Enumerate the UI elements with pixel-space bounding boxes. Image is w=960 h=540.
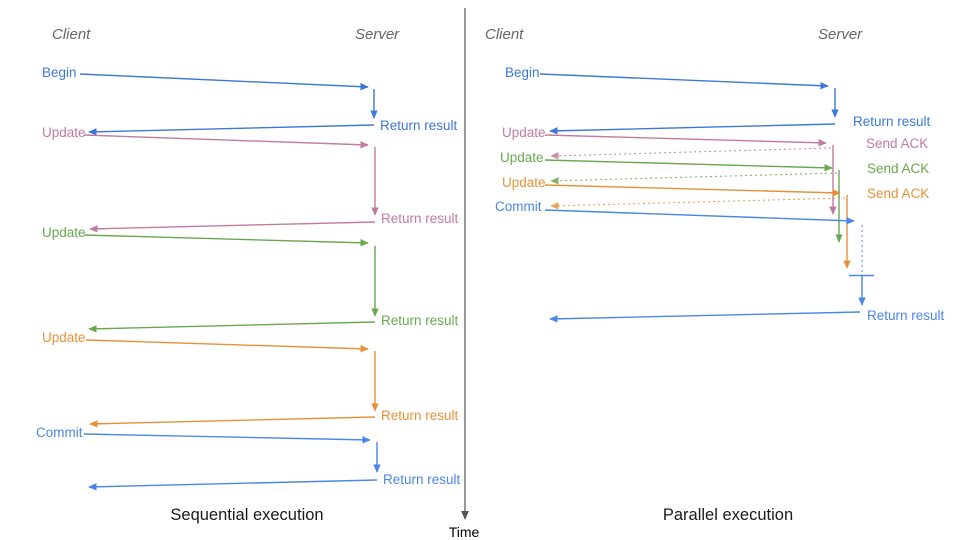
seq-update1-response-arrow	[89, 221, 376, 233]
par-server-header: Server	[818, 26, 863, 43]
seq-server-header: Server	[355, 26, 400, 43]
seq-update3-label: Update	[42, 330, 86, 345]
seq-update2-response-label: Return result	[381, 313, 459, 328]
par-begin-response-label: Return result	[853, 114, 931, 129]
seq-update2-request-arrow	[83, 234, 369, 247]
par-update2-ack-label: Send ACK	[867, 161, 929, 176]
time-axis: Time	[449, 8, 480, 540]
seq-update1-request-arrow	[83, 134, 369, 149]
seq-update1-response-label: Return result	[381, 211, 459, 226]
seq-commit-label: Commit	[36, 425, 83, 440]
seq-update1-label: Update	[42, 125, 86, 140]
par-update3-request-arrow	[544, 184, 841, 197]
par-update1-label: Update	[502, 125, 546, 140]
seq-update3-response-arrow	[89, 416, 376, 428]
seq-begin-label: Begin	[42, 65, 77, 80]
par-update1-ack-arrow	[550, 147, 832, 160]
par-commit-response-arrow	[549, 311, 861, 323]
seq-commit-response-label: Return result	[383, 472, 461, 487]
par-update3-ack-arrow	[550, 197, 846, 210]
seq-update3-response-label: Return result	[381, 408, 459, 423]
seq-begin-response-arrow	[88, 124, 375, 136]
par-update2-ack-arrow	[550, 172, 838, 185]
par-begin-label: Begin	[505, 65, 540, 80]
par-update3-ack-label: Send ACK	[867, 186, 929, 201]
parallel-diagram: Client Server Begin Return result Update…	[485, 26, 945, 524]
par-update3-label: Update	[502, 175, 546, 190]
par-begin-response-arrow	[549, 123, 836, 135]
seq-begin-request-arrow	[79, 73, 369, 91]
par-commit-label: Commit	[495, 199, 542, 214]
seq-update2-label: Update	[42, 225, 86, 240]
par-update2-label: Update	[500, 150, 544, 165]
par-begin-request-arrow	[539, 73, 829, 90]
seq-begin-response-label: Return result	[380, 118, 458, 133]
seq-update2-response-arrow	[88, 321, 376, 333]
time-label: Time	[449, 524, 480, 540]
par-update2-request-arrow	[544, 159, 833, 172]
par-commit-response-label: Return result	[867, 308, 945, 323]
par-update1-request-arrow	[544, 134, 827, 147]
par-commit-request-arrow	[544, 209, 855, 225]
seq-commit-request-arrow	[83, 433, 371, 444]
seq-commit-response-arrow	[88, 479, 378, 491]
par-update1-ack-label: Send ACK	[866, 136, 928, 151]
sequential-diagram: Client Server Begin Return result Update…	[36, 26, 461, 524]
sequential-caption: Sequential execution	[170, 506, 323, 524]
seq-update3-request-arrow	[85, 339, 369, 353]
par-client-header: Client	[485, 26, 524, 43]
parallel-caption: Parallel execution	[663, 506, 793, 524]
seq-client-header: Client	[52, 26, 91, 43]
